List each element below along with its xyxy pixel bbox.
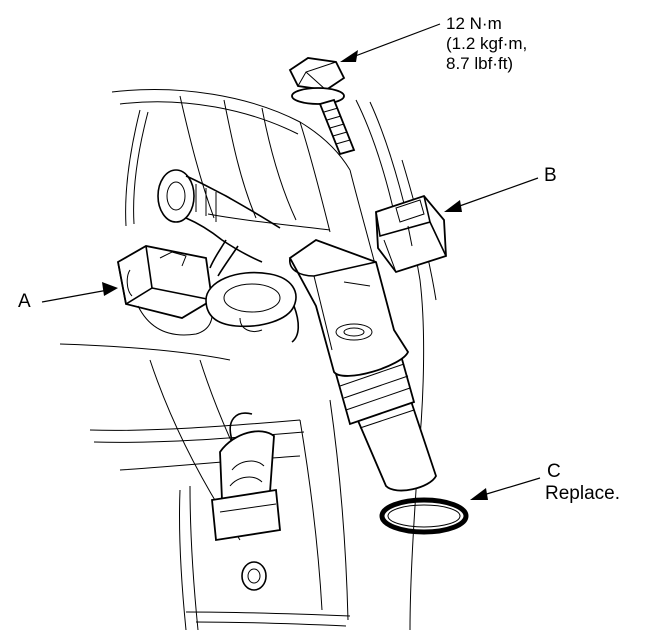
lower-harness-clip xyxy=(211,412,281,591)
torque-lbf: 8.7 lbf·ft) xyxy=(446,54,514,73)
mounting-bolt xyxy=(288,57,356,156)
torque-value: 12 N·m xyxy=(446,14,502,33)
torque-spec-label: 12 N·m (1.2 kgf·m, 8.7 lbf·ft) xyxy=(446,14,527,74)
torque-kgf: (1.2 kgf·m, xyxy=(446,34,528,53)
replace-note: Replace. xyxy=(545,483,620,504)
harness-connector xyxy=(116,169,281,336)
leader-line-b xyxy=(444,177,539,212)
leader-line-a xyxy=(41,282,118,303)
o-ring-c xyxy=(379,497,469,535)
torque-leader-line xyxy=(340,23,441,62)
leader-line-c xyxy=(470,477,541,500)
sensor-b xyxy=(288,194,447,492)
label-a-connector: A xyxy=(18,291,31,312)
label-c-o-ring: C xyxy=(547,461,561,482)
mounting-bracket xyxy=(205,271,300,343)
label-b-sensor: B xyxy=(544,165,557,186)
